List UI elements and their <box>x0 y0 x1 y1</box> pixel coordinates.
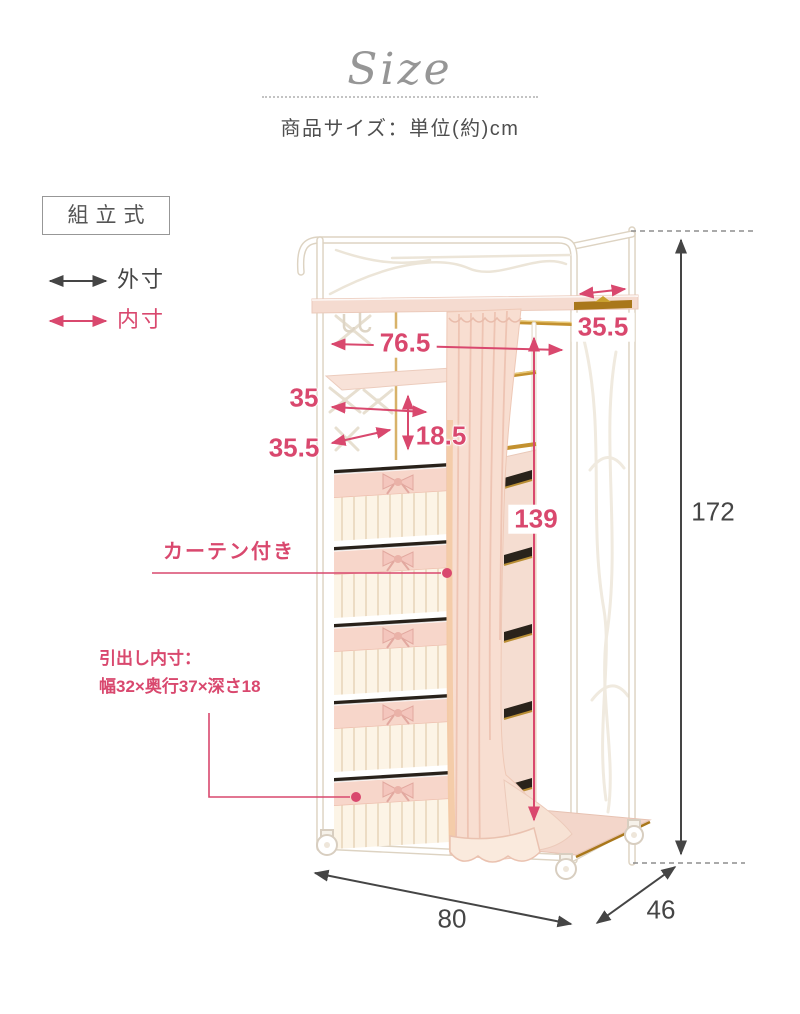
dim-overall-height-label: 172 <box>691 496 735 527</box>
dim-inner-width-label: 76.5 <box>373 329 437 358</box>
size-subtitle: 商品サイズ：単位(約)cm <box>280 118 520 140</box>
annotation-leader-lines <box>152 568 452 802</box>
assembly-type-badge: 組立式 <box>42 196 170 235</box>
dim-overall-depth-label: 46 <box>646 894 676 925</box>
dim-middle-shelf-width-label: 35 <box>289 382 319 413</box>
dim-inner-height-label: 139 <box>508 505 564 534</box>
legend-arrows <box>48 275 108 327</box>
hanging-hooks-icon <box>342 312 372 333</box>
curtain-note: カーテン付き <box>163 541 295 563</box>
legend-inner-label: 内寸 <box>117 307 166 332</box>
dotted-divider <box>262 96 538 98</box>
dim-shelf-clearance-label: 18.5 <box>415 420 467 451</box>
curtain <box>446 308 573 863</box>
drawer-note-size: 幅32×奥行37×深さ18 <box>99 677 261 696</box>
metal-frame <box>301 230 632 862</box>
top-shelf <box>311 294 639 314</box>
dim-overall-width-label: 80 <box>437 903 467 934</box>
legend-outer-label: 外寸 <box>117 267 166 292</box>
size-script-title: Size <box>347 43 453 95</box>
side-panel-scrollwork <box>582 338 630 814</box>
dim-middle-shelf-depth-label: 35.5 <box>268 432 320 463</box>
wardrobe-illustration <box>301 230 652 880</box>
dim-top-shelf-depth-label: 35.5 <box>571 313 635 342</box>
dimension-arrows <box>313 230 756 928</box>
drawer-note-title: 引出し内寸： <box>99 649 201 668</box>
